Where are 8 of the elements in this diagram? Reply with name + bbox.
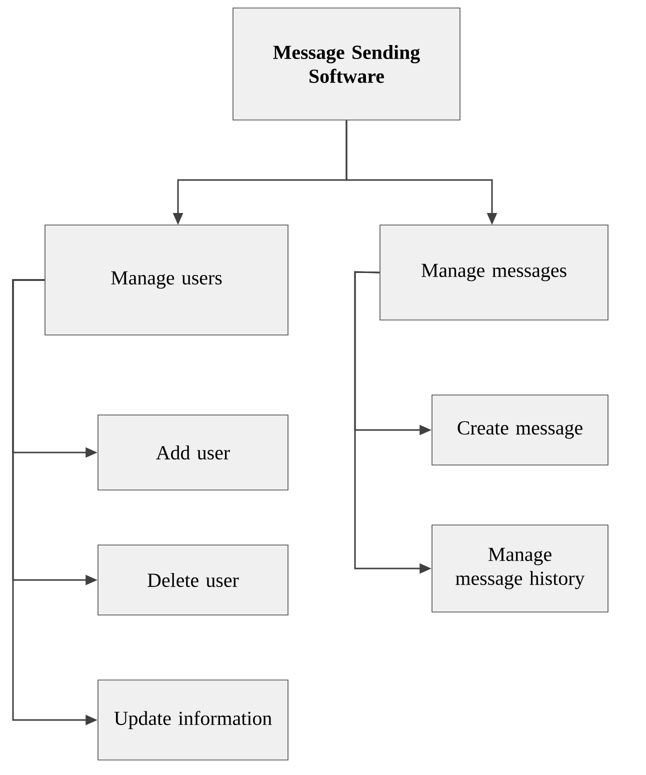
process-box: Create message <box>432 394 608 466</box>
process-box: Add user <box>98 414 288 490</box>
process-box: Manage users <box>44 224 288 336</box>
process-box: Manage messages <box>380 224 608 320</box>
process-box: Update information <box>98 680 288 760</box>
process-box: Delete user <box>98 544 288 616</box>
process-box: Manage message history <box>432 524 608 612</box>
process-box: Message Sending Software <box>232 8 460 120</box>
